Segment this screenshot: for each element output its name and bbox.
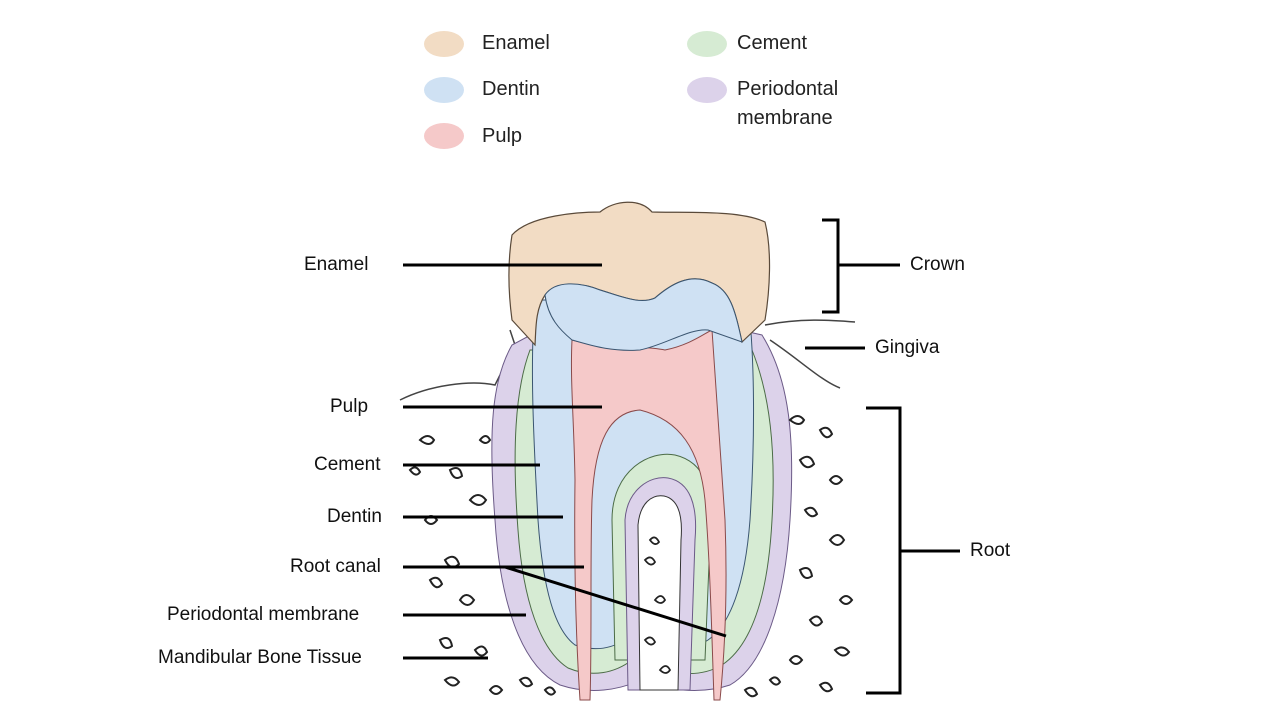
pointer-root-canal-diagonal (504, 565, 727, 638)
gingiva-outline-left (399, 329, 516, 401)
bone-fragments-middle (643, 536, 672, 674)
label-cement: Cement (314, 454, 381, 475)
pulp-shape (570, 329, 727, 701)
legend-label-enamel: Enamel (482, 32, 550, 54)
legend-swatch-cement (687, 31, 727, 57)
legend-swatch-pulp (424, 123, 464, 149)
bone-fragments-left (408, 435, 557, 696)
label-root: Root (970, 540, 1011, 561)
label-dentin: Dentin (327, 506, 382, 527)
crown-bracket (822, 218, 900, 314)
inter-root-bone (637, 495, 682, 691)
label-root-canal: Root canal (290, 556, 381, 577)
legend-label-cement: Cement (737, 32, 808, 54)
label-enamel: Enamel (304, 254, 369, 275)
label-gingiva: Gingiva (875, 337, 940, 358)
legend-label-periodontal-membrane: Periodontal membrane (737, 75, 838, 133)
legend-label-periodontal-line2: membrane (737, 107, 833, 129)
label-periodontal-membrane: Periodontal membrane (167, 604, 360, 625)
legend-swatch-enamel (424, 31, 464, 57)
root-bracket (866, 406, 960, 695)
legend-label-dentin: Dentin (482, 78, 540, 100)
legend-label-pulp: Pulp (482, 125, 523, 147)
legend-swatch-periodontal-membrane (687, 77, 727, 103)
label-pulp: Pulp (330, 396, 369, 417)
gingiva-outline-right (764, 319, 856, 389)
legend-swatch-dentin (424, 77, 464, 103)
bone-fragments-right (743, 415, 854, 698)
label-crown: Crown (910, 254, 965, 275)
label-mandibular-bone-tissue: Mandibular Bone Tissue (158, 647, 362, 668)
pointer-lines (403, 263, 865, 660)
legend-label-periodontal-line1: Periodontal (737, 78, 839, 100)
crown-dentin-top (544, 278, 743, 351)
